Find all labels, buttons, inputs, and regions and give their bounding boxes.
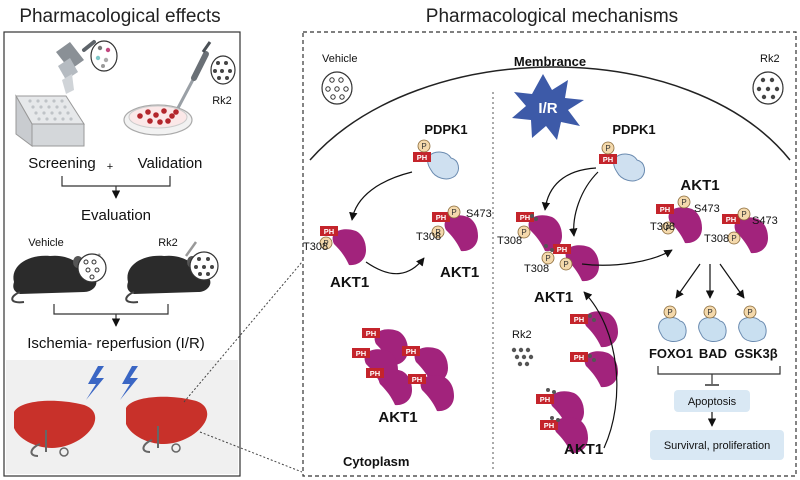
rk2-molecules xyxy=(511,347,534,367)
t308-label-b: T308 xyxy=(416,231,441,243)
gsk3b-label: GSK3β xyxy=(734,346,777,361)
zoom-line-top xyxy=(183,261,303,403)
ir-star-label: I/R xyxy=(538,100,557,117)
multichannel-pipette-icon xyxy=(56,40,96,94)
akt1-unphosph-rk2 xyxy=(516,212,599,282)
t308-label-f: T308 xyxy=(704,233,729,245)
t308-label-a: T308 xyxy=(303,241,328,253)
cytoplasm-label: Cytoplasm xyxy=(343,454,409,469)
survival-label: Survivral, proliferation xyxy=(664,440,770,452)
pdpk1-label-vehicle: PDPK1 xyxy=(424,122,467,137)
akt1-stack-rk2 xyxy=(536,311,618,454)
compound-dish-icon xyxy=(90,40,118,72)
s473-label-a: S473 xyxy=(466,208,492,220)
rk2-dose-dish-icon xyxy=(189,251,219,281)
vehicle-dish-icon xyxy=(321,71,353,105)
akt1-label-b: AKT1 xyxy=(440,264,479,281)
rk2-top-dish-icon xyxy=(752,71,784,105)
rk2-mid-label: Rk2 xyxy=(512,329,532,341)
petri-dish-icon xyxy=(123,104,193,136)
ir-star-icon xyxy=(512,74,584,140)
right-panel-title: Pharmacological mechanisms xyxy=(426,6,678,27)
t308-label-d: T308 xyxy=(524,263,549,275)
apoptosis-label: Apoptosis xyxy=(688,396,737,408)
arrow-akt-phosph-rk2 xyxy=(581,249,673,266)
s473-label-c: S473 xyxy=(752,215,778,227)
pipette-icon xyxy=(176,41,212,109)
vehicle-mouse-label: Vehicle xyxy=(28,237,63,249)
pdpk1-label-rk2: PDPK1 xyxy=(612,122,655,137)
pdpk1-vehicle xyxy=(413,139,459,180)
t308-label-e: T308 xyxy=(650,221,675,233)
akt1-label-c: AKT1 xyxy=(534,289,573,306)
arrow-activation-rk2-a xyxy=(541,167,597,211)
rk2-dish-icon xyxy=(210,55,236,85)
bracket-targets xyxy=(657,366,781,375)
t308-label-c: T308 xyxy=(497,235,522,247)
apoptosis-box xyxy=(674,390,750,412)
screening-label: Screening xyxy=(28,155,96,172)
arrow-activation-rk2-b xyxy=(569,171,599,237)
rk2-mouse-label: Rk2 xyxy=(158,237,178,249)
well-plate-icon xyxy=(15,94,85,147)
arrow-rk2-recruit xyxy=(583,291,618,449)
rk2-top-label: Rk2 xyxy=(760,53,780,65)
evaluation-label: Evaluation xyxy=(81,207,151,224)
arrow-to-foxo1 xyxy=(675,263,701,299)
arrow-akt-phosph-vehicle xyxy=(365,257,425,275)
liver-icon-vehicle xyxy=(14,400,96,457)
target-proteins xyxy=(658,305,767,342)
ischemia-reperfusion-label: Ischemia- reperfusion (I/R) xyxy=(27,335,205,352)
validation-label: Validation xyxy=(138,155,203,172)
akt1-cluster-vehicle xyxy=(352,328,454,412)
s473-label-b: S473 xyxy=(694,203,720,215)
cell-membrane xyxy=(309,66,791,161)
akt1-label-cluster: AKT1 xyxy=(378,409,417,426)
akt1-label-e: AKT1 xyxy=(564,441,603,458)
plus-sign: + xyxy=(107,161,113,173)
right-panel: Membrance Cytoplasm Vehicle Rk2 I/R PDPK… xyxy=(302,31,797,477)
lightning-bolt-icon xyxy=(86,366,138,400)
left-panel: Rk2 Screening + Validation Evaluation Ve… xyxy=(3,31,241,477)
rk2-dish-label: Rk2 xyxy=(212,95,232,107)
bad-label: BAD xyxy=(699,346,727,361)
membrance-label: Membrance xyxy=(514,54,586,69)
arrow-activation-vehicle xyxy=(349,171,413,221)
liver-icon-rk2 xyxy=(126,396,208,453)
vehicle-label: Vehicle xyxy=(322,53,357,65)
arrow-to-gsk3b xyxy=(719,263,745,299)
akt1-label-d: AKT1 xyxy=(680,177,719,194)
akt1-label-a: AKT1 xyxy=(330,274,369,291)
foxo1-label: FOXO1 xyxy=(649,346,693,361)
pdpk1-rk2 xyxy=(599,141,645,182)
survival-box xyxy=(650,430,784,460)
vehicle-dose-dish-icon xyxy=(77,253,107,283)
left-panel-title: Pharmacological effects xyxy=(19,6,220,27)
